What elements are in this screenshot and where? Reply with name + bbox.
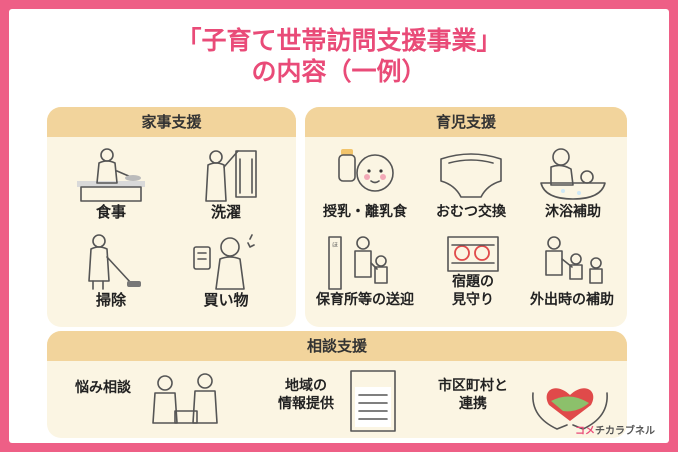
- brand-accent: コメ: [575, 426, 595, 437]
- housework-heading: 家事支援: [47, 107, 296, 137]
- meal-label: 食事: [95, 203, 126, 221]
- counseling-people-icon: [152, 373, 218, 424]
- shopping-label: 買い物: [203, 291, 249, 309]
- bathing-label: 沐浴補助: [545, 204, 601, 220]
- nursery-sign-char: ほ: [332, 242, 338, 249]
- consultation-heading: 相談支援: [47, 331, 627, 361]
- brand-rest: チカラブネル: [595, 426, 655, 437]
- cleaning-cell: 掃除: [61, 233, 161, 309]
- nursery-walk-icon: ほ: [328, 236, 388, 290]
- title-line-2: の内容（一例）: [251, 57, 427, 86]
- local-info-label-cell: 地域の 情報提供: [261, 377, 351, 413]
- baby-bottle-icon: [338, 149, 394, 192]
- homework-label-line-1: 宿題の: [452, 274, 494, 290]
- content-area: 「子育て世帯訪問支援事業」 の内容（一例） 家事支援 食事: [9, 9, 669, 443]
- consultation-panel: 相談支援 悩み相談 地域の 情報提供: [47, 331, 627, 438]
- vacuum-person-icon: [88, 234, 141, 290]
- outing-label: 外出時の補助: [530, 292, 614, 308]
- shopping-person-icon: [193, 234, 255, 290]
- homework-cell: 宿題の 見守り: [425, 233, 521, 309]
- brand-logo: コメチカラブネル: [575, 422, 655, 437]
- event-flyer-icon: [350, 370, 396, 432]
- transport-cell: ほ 保育所等の送迎: [309, 233, 421, 309]
- diaper-label: おむつ交換: [436, 204, 506, 220]
- worry-consult-label: 悩み相談: [75, 380, 131, 396]
- laundry-cell: 洗濯: [171, 145, 281, 221]
- baby-bath-icon: [540, 148, 606, 200]
- laundry-label: 洗濯: [210, 203, 241, 221]
- homework-label-line-2: 見守り: [452, 292, 494, 308]
- diaper-icon: [440, 153, 502, 198]
- laundry-person-icon: [205, 150, 257, 202]
- feeding-cell: 授乳・離乳食: [311, 145, 419, 221]
- shopping-cell: 買い物: [171, 233, 281, 309]
- municipal-label-line-1: 市区町村と: [438, 378, 508, 394]
- meal-cell: 食事: [61, 145, 161, 221]
- cooking-person-icon: [77, 148, 145, 202]
- diaper-cell: おむつ交換: [419, 145, 523, 221]
- housework-panel: 家事支援 食事: [47, 107, 296, 327]
- outing-family-icon: [545, 236, 603, 284]
- municipal-label-cell: 市区町村と 連携: [425, 377, 521, 413]
- bathing-cell: 沐浴補助: [523, 145, 623, 221]
- outing-cell: 外出時の補助: [519, 233, 625, 309]
- childcare-panel: 育児支援 授乳・離乳食 おむつ: [305, 107, 627, 327]
- local-info-label-line-2: 情報提供: [278, 396, 334, 412]
- feeding-label: 授乳・離乳食: [323, 204, 407, 220]
- worry-consult-label-cell: 悩み相談: [63, 379, 143, 397]
- homework-sheet-icon: [447, 236, 499, 272]
- childcare-heading: 育児支援: [305, 107, 627, 137]
- page-title: 「子育て世帯訪問支援事業」 の内容（一例）: [9, 25, 669, 87]
- cleaning-label: 掃除: [95, 291, 126, 309]
- title-line-1: 「子育て世帯訪問支援事業」: [176, 26, 502, 55]
- local-info-label-line-1: 地域の: [285, 378, 327, 394]
- transport-label: 保育所等の送迎: [316, 292, 414, 308]
- heart-hands-icon: [532, 388, 608, 430]
- municipal-label-line-2: 連携: [459, 396, 487, 412]
